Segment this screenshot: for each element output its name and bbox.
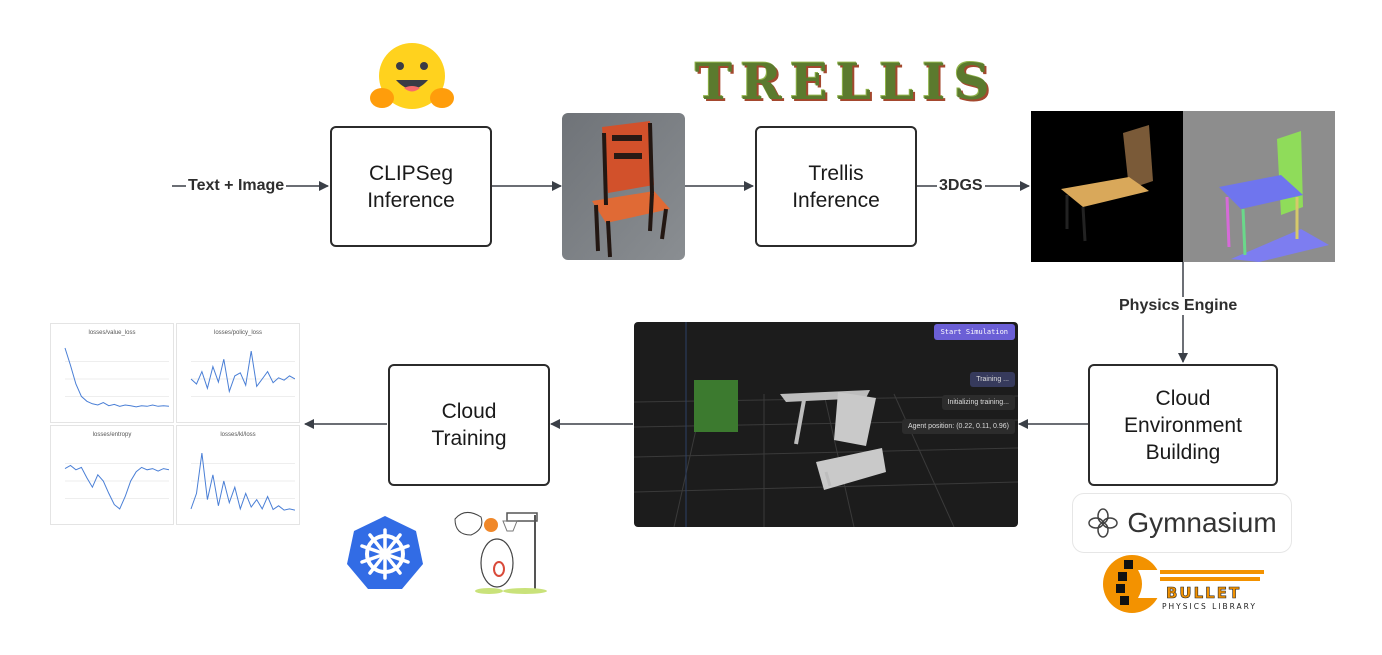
chair-photo bbox=[562, 113, 685, 260]
initializing-status: Initializing training... bbox=[941, 395, 1015, 410]
cloud-environment-building-box: Cloud Environment Building bbox=[1088, 364, 1278, 486]
gymnasium-icon bbox=[1088, 508, 1119, 538]
edge-label-physics-engine: Physics Engine bbox=[1117, 297, 1240, 315]
input-label: Text + Image bbox=[186, 177, 287, 195]
kubernetes-icon bbox=[347, 516, 423, 589]
training-status-button[interactable]: Training ... bbox=[970, 372, 1015, 387]
plot-kl-loss bbox=[190, 453, 295, 511]
bullet-physics-logo: BULLET PHYSICS LIBRARY bbox=[1102, 554, 1272, 614]
bullet-title: BULLET bbox=[1166, 584, 1242, 603]
clipseg-inference-box: CLIPSeg Inference bbox=[330, 126, 492, 247]
plot-entropy bbox=[64, 463, 169, 510]
trellis-inference-box: Trellis Inference bbox=[755, 126, 917, 247]
cloud-training-box: Cloud Training bbox=[388, 364, 550, 486]
plot-title: losses/entropy bbox=[92, 432, 132, 438]
plot-value-loss bbox=[64, 347, 169, 408]
plot-series-line bbox=[190, 453, 295, 511]
trellis-logo: TRELLIS bbox=[695, 52, 998, 111]
plot-series-line bbox=[64, 347, 169, 408]
3dgs-render bbox=[1031, 111, 1335, 262]
bullet-icon bbox=[1103, 555, 1164, 613]
simulation-view: Start Simulation Training ... Initializi… bbox=[634, 322, 1018, 527]
plot-policy-loss bbox=[190, 351, 295, 397]
plot-panel: losses/policy_loss bbox=[176, 323, 300, 423]
hugging-face-logo bbox=[370, 43, 454, 109]
training-plots: losses/value_loss losses/policy_loss los… bbox=[50, 323, 300, 525]
plot-title: losses/kl/loss bbox=[220, 432, 256, 438]
edge-label-3dgs: 3DGS bbox=[937, 177, 985, 195]
gymnasium-label: Gymnasium bbox=[1127, 507, 1277, 538]
plot-panel: losses/entropy bbox=[50, 425, 174, 525]
plot-panel: losses/kl/loss bbox=[176, 425, 300, 525]
bullet-subtitle: PHYSICS LIBRARY bbox=[1162, 602, 1257, 611]
start-simulation-button[interactable]: Start Simulation bbox=[933, 324, 1015, 340]
plot-series-line bbox=[64, 464, 169, 510]
plot-title: losses/value_loss bbox=[88, 330, 136, 336]
plot-title: losses/policy_loss bbox=[213, 330, 263, 336]
simulation-scene bbox=[634, 322, 1018, 527]
plot-panel: losses/value_loss bbox=[50, 323, 174, 423]
plot-series-line bbox=[190, 351, 295, 394]
gymnasium-logo: Gymnasium bbox=[1072, 493, 1292, 553]
agent-position-readout: Agent position: (0.22, 0.11, 0.96) bbox=[901, 419, 1015, 434]
basketball-bear-icon bbox=[454, 512, 547, 594]
